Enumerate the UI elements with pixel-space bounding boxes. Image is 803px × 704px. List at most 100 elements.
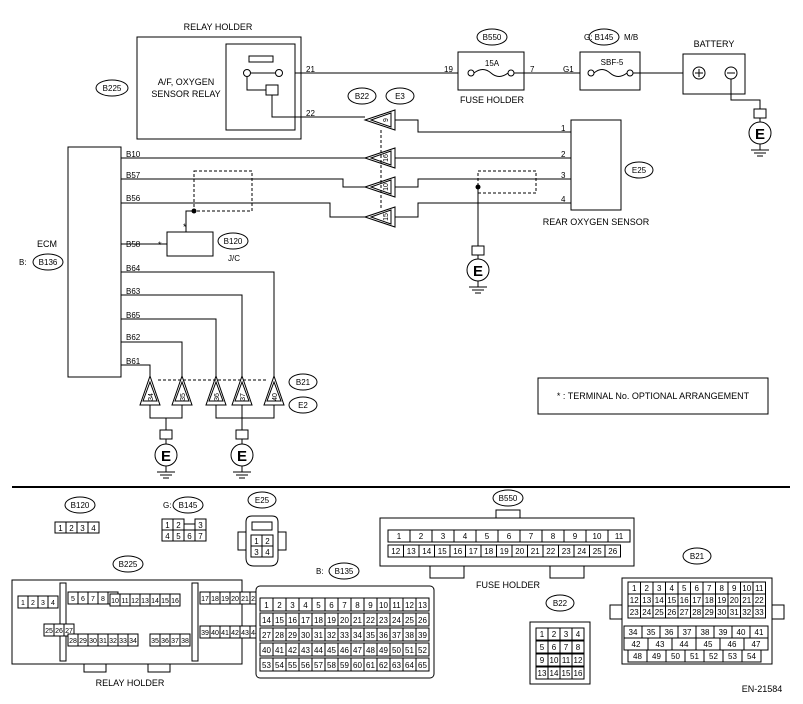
pin-b550: 14 <box>422 547 431 556</box>
pin-b21: 21 <box>742 596 751 605</box>
svg-text:G1: G1 <box>563 65 574 74</box>
pin-b135: 18 <box>314 616 323 625</box>
pin-b225: 14 <box>151 598 159 605</box>
svg-text:B550: B550 <box>483 33 502 42</box>
pin-b550: 1 <box>397 532 402 541</box>
svg-text:A/F, OXYGEN: A/F, OXYGEN <box>158 77 215 87</box>
pin-b550: 4 <box>463 532 468 541</box>
pin-b550: 12 <box>391 547 400 556</box>
pin-b21: 49 <box>652 652 661 661</box>
svg-text:E: E <box>161 448 171 465</box>
svg-text:*: * <box>158 240 162 250</box>
pin-b21: 43 <box>656 640 665 649</box>
pin-b135: 62 <box>379 661 388 670</box>
pin-b135: 60 <box>353 661 362 670</box>
pin-b550: 20 <box>515 547 524 556</box>
svg-text:SENSOR RELAY: SENSOR RELAY <box>151 89 220 99</box>
pin-b135: 4 <box>303 601 308 610</box>
pin-b21: 4 <box>670 584 675 593</box>
svg-text:10: 10 <box>383 183 390 191</box>
svg-text:G:: G: <box>584 33 592 42</box>
pin-b21: 16 <box>680 596 689 605</box>
svg-text:B:: B: <box>316 567 324 576</box>
pin-b21: 28 <box>692 608 701 617</box>
pin-b135: 49 <box>379 646 388 655</box>
pin-b135: 8 <box>355 601 360 610</box>
pin-b225: 18 <box>211 596 219 603</box>
pin-b21: 42 <box>632 640 641 649</box>
pin-b135: 13 <box>418 601 427 610</box>
pin-b225: 8 <box>101 596 105 603</box>
svg-text:21: 21 <box>306 65 315 74</box>
pin-b21: 6 <box>695 584 700 593</box>
svg-text:34: 34 <box>148 393 155 401</box>
pin-b21: 13 <box>642 596 651 605</box>
svg-text:B550: B550 <box>499 494 518 503</box>
pin-b21: 54 <box>747 652 756 661</box>
pin-b135: 34 <box>353 631 362 640</box>
pin-b22: 16 <box>574 669 583 678</box>
pin-b225: 1 <box>21 600 25 607</box>
pin-b550: 18 <box>484 547 493 556</box>
joint-connector-b120: * B120 J/C <box>121 231 249 263</box>
pin-b21: 20 <box>730 596 739 605</box>
pin-b135: 28 <box>275 631 284 640</box>
pin-b21: 35 <box>647 628 656 637</box>
pin-b135: 39 <box>418 631 427 640</box>
svg-text:B225: B225 <box>103 84 122 93</box>
svg-text:3: 3 <box>254 548 259 557</box>
pin-b550: 2 <box>419 532 424 541</box>
pin-b135: 22 <box>366 616 375 625</box>
pin-b135: 53 <box>262 661 271 670</box>
pin-b225: 5 <box>71 596 75 603</box>
svg-text:4: 4 <box>561 195 566 204</box>
pin-b225: 25 <box>45 628 53 635</box>
pin-b21: 2 <box>645 584 650 593</box>
svg-text:4: 4 <box>265 548 270 557</box>
pin-b550: 23 <box>562 547 571 556</box>
pin-b22: 6 <box>552 643 557 652</box>
pin-b21: 22 <box>755 596 764 605</box>
svg-text:B145: B145 <box>595 33 614 42</box>
pin-b135: 40 <box>262 646 271 655</box>
pin-b225: 10 <box>111 598 119 605</box>
svg-text:16: 16 <box>383 154 390 162</box>
pin-b550: 8 <box>551 532 556 541</box>
pin-b135: 24 <box>392 616 401 625</box>
svg-text:3: 3 <box>561 171 566 180</box>
svg-text:2: 2 <box>176 521 181 530</box>
pin-b135: 10 <box>379 601 388 610</box>
connector-e3: 9 16 10 15 <box>363 109 396 228</box>
pin-b135: 54 <box>275 661 284 670</box>
pin-b225: 35 <box>151 638 159 645</box>
svg-text:E25: E25 <box>255 496 270 505</box>
svg-text:7: 7 <box>530 65 535 74</box>
pin-b550: 15 <box>438 547 447 556</box>
pin-b22: 2 <box>552 630 557 639</box>
svg-text:E: E <box>755 126 765 143</box>
pin-b135: 45 <box>327 646 336 655</box>
pin-b225: 2 <box>31 600 35 607</box>
pin-b225: 19 <box>221 596 229 603</box>
pin-b225: 17 <box>201 596 209 603</box>
svg-text:B120: B120 <box>224 237 243 246</box>
svg-text:B56: B56 <box>126 194 141 203</box>
svg-text:*: * <box>183 222 187 232</box>
pin-b21: 19 <box>717 596 726 605</box>
pin-b135: 59 <box>340 661 349 670</box>
pin-b225: 11 <box>121 598 128 605</box>
pin-b550: 10 <box>593 532 602 541</box>
pin-b22: 1 <box>540 630 545 639</box>
pin-b135: 38 <box>405 631 414 640</box>
svg-text:37: 37 <box>240 393 247 401</box>
pin-b135: 23 <box>379 616 388 625</box>
pin-b21: 52 <box>709 652 718 661</box>
pin-b225: 28 <box>69 638 77 645</box>
relay-holder: RELAY HOLDER A/F, OXYGEN SENSOR RELAY 21… <box>136 22 315 140</box>
pin-b21: 39 <box>719 628 728 637</box>
svg-text:19: 19 <box>444 65 453 74</box>
pin-b21: 46 <box>728 640 737 649</box>
